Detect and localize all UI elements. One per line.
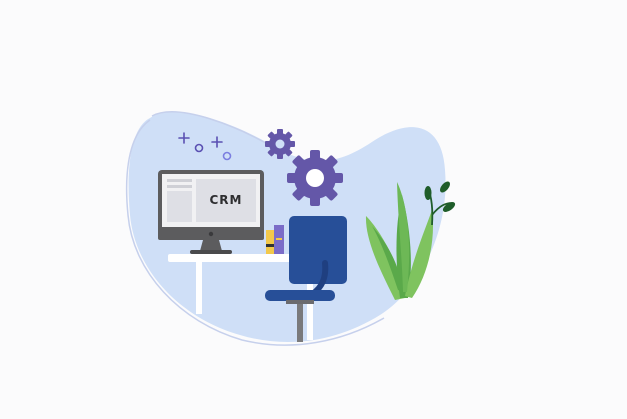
plus-sparkle-icon — [178, 132, 190, 144]
screen-sidebar-line — [167, 185, 192, 188]
plus-sparkle-icon — [211, 136, 223, 148]
circle-sparkle-icon — [194, 143, 204, 153]
background-blob — [128, 111, 446, 343]
plant — [365, 181, 456, 300]
screen-sidebar-panel — [167, 191, 192, 222]
monitor-base — [190, 250, 232, 254]
screen-main-panel — [196, 179, 256, 222]
crm-label: CRM — [210, 193, 243, 207]
office-chair — [265, 216, 347, 342]
blob-outline — [125, 119, 385, 346]
screen-sidebar-line — [167, 179, 192, 182]
monitor-stand — [200, 240, 222, 251]
gear-icon-large — [287, 150, 343, 206]
blob-top-outline — [151, 111, 279, 151]
circle-sparkle-icon — [222, 151, 232, 161]
monitor: CRM — [158, 170, 264, 254]
books — [266, 225, 284, 254]
gear-icon-small — [265, 129, 295, 159]
